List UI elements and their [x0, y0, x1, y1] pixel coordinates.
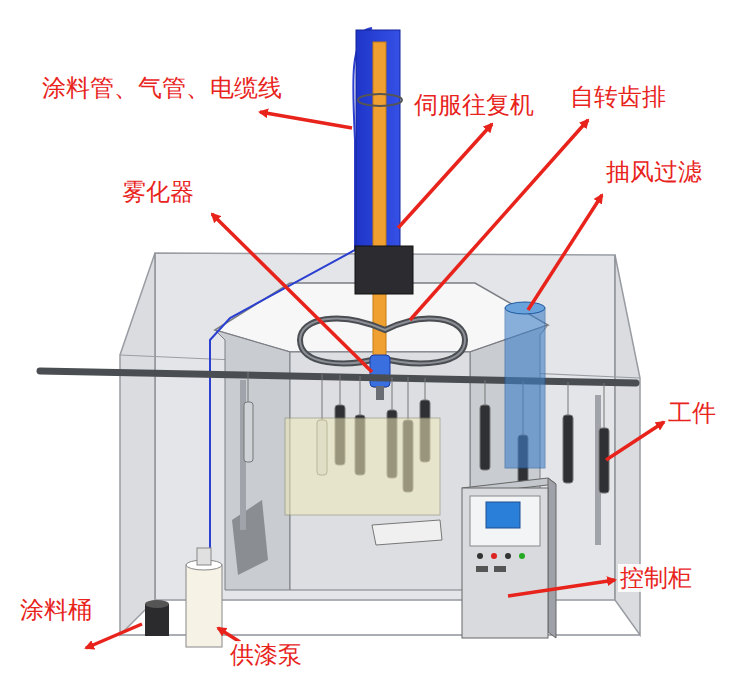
control-cabinet	[462, 478, 556, 638]
callout-label: 抽风过滤	[604, 158, 704, 186]
exhaust-filter	[505, 302, 545, 468]
hanger-rail	[40, 371, 636, 383]
callout-label: 涂料管、气管、电缆线	[40, 74, 284, 102]
callout-label: 工件	[666, 399, 718, 427]
atomizer	[370, 355, 390, 387]
callout-label: 伺服往复机	[412, 91, 536, 119]
callout-label: 自转齿排	[568, 83, 668, 111]
paint-bucket	[145, 600, 169, 636]
callout-label: 雾化器	[120, 178, 196, 206]
callout-label: 供漆泵	[228, 641, 304, 669]
atomizer-nozzle	[376, 386, 384, 400]
glass-panel	[285, 418, 440, 515]
leader-arrows	[86, 112, 664, 648]
servo-reciprocator	[355, 30, 413, 387]
callout-label: 涂料桶	[18, 596, 94, 624]
paint-pump	[186, 548, 222, 647]
callout-label: 控制柜	[618, 564, 694, 592]
